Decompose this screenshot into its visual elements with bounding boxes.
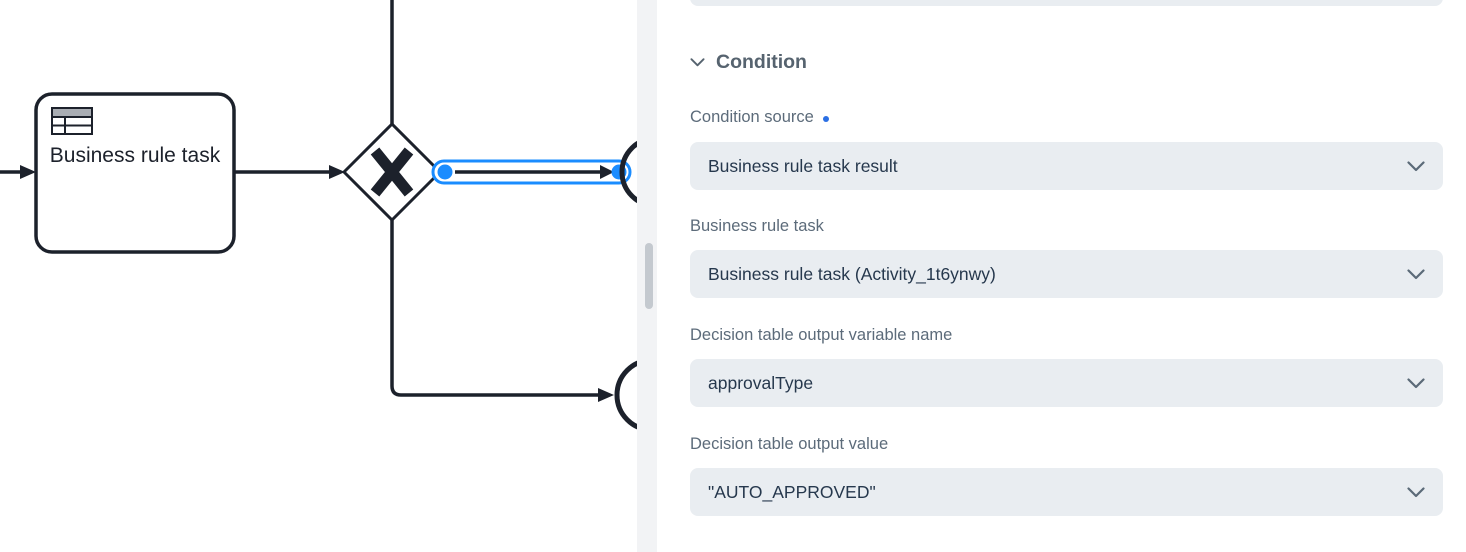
exclusive-gateway-shape[interactable] xyxy=(342,122,442,222)
sequence-flow-into-task[interactable] xyxy=(0,165,36,179)
business-rule-task-select[interactable]: Business rule task (Activity_1t6ynwy) xyxy=(690,250,1443,298)
selected-value: Business rule task (Activity_1t6ynwy) xyxy=(708,263,996,284)
bpmn-canvas[interactable] xyxy=(0,0,643,552)
output-variable-name-select[interactable]: approvalType xyxy=(690,359,1443,407)
chevron-down-icon xyxy=(1407,160,1425,172)
business-rule-task-shape[interactable] xyxy=(34,92,236,254)
exclusive-gateway-x-marker xyxy=(370,147,414,197)
selected-value: "AUTO_APPROVED" xyxy=(708,481,876,502)
task-label: Business rule task xyxy=(49,144,221,167)
output-value-select[interactable]: "AUTO_APPROVED" xyxy=(690,468,1443,516)
field-label-business-rule-task: Business rule task xyxy=(690,216,824,235)
end-event-top[interactable] xyxy=(619,137,643,207)
waypoint-handle-start[interactable] xyxy=(437,164,453,180)
condition-section-header[interactable]: Condition xyxy=(690,47,807,77)
arrowhead xyxy=(20,165,36,179)
chevron-down-icon xyxy=(1407,486,1425,498)
business-rule-table-icon xyxy=(51,107,93,135)
section-title: Condition xyxy=(716,50,807,73)
selected-sequence-flow[interactable] xyxy=(431,159,632,185)
selected-value: approvalType xyxy=(708,372,814,393)
chevron-down-icon xyxy=(1407,377,1425,389)
properties-panel: Condition Condition source Business rule… xyxy=(657,0,1466,552)
arrowhead xyxy=(329,165,345,179)
chevron-down-icon xyxy=(1407,268,1425,280)
sequence-flow-task-to-gateway[interactable] xyxy=(234,165,345,179)
field-label-output-variable-name: Decision table output variable name xyxy=(690,325,953,344)
arrowhead xyxy=(598,388,614,402)
arrowhead xyxy=(600,165,614,179)
condition-source-select[interactable]: Business rule task result xyxy=(690,142,1443,190)
field-label-output-value: Decision table output value xyxy=(690,434,889,453)
required-indicator xyxy=(822,115,829,122)
panel-scrollbar-thumb[interactable] xyxy=(645,243,653,309)
panel-scrollbar-track[interactable] xyxy=(637,0,657,552)
selected-value: Business rule task result xyxy=(708,155,898,176)
previous-field-partial[interactable] xyxy=(690,0,1443,6)
chevron-down-icon xyxy=(690,57,705,67)
end-event-bottom[interactable] xyxy=(614,358,643,432)
sequence-flow-gateway-to-bottom-event[interactable] xyxy=(390,220,614,402)
field-label-condition-source: Condition source xyxy=(690,105,829,129)
